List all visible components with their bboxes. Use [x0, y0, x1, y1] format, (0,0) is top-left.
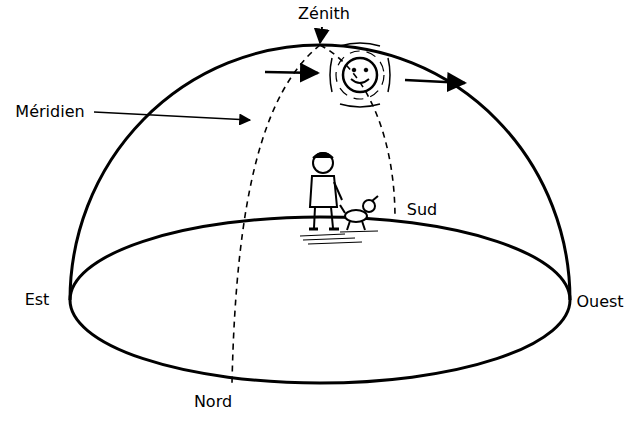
- meridian-line: [232, 45, 320, 383]
- zenith-label: Zénith: [298, 4, 350, 23]
- meridian-label: Méridien: [15, 102, 84, 121]
- horizon-ellipse: [70, 217, 570, 383]
- direction-label: Ouest: [576, 292, 623, 311]
- dog-drawing: [340, 196, 378, 230]
- sun-drawing: [330, 43, 390, 107]
- zenith-pointer: [320, 27, 322, 43]
- direction-label: Sud: [407, 200, 437, 219]
- ground-shadow: [300, 231, 378, 244]
- dome-outline: [70, 45, 570, 300]
- person-drawing: [309, 153, 342, 229]
- direction-label: Nord: [194, 392, 232, 411]
- motion-arrow: [265, 72, 318, 73]
- direction-label: Est: [25, 290, 50, 309]
- motion-arrow: [405, 80, 465, 83]
- meridian-pointer: [94, 112, 250, 120]
